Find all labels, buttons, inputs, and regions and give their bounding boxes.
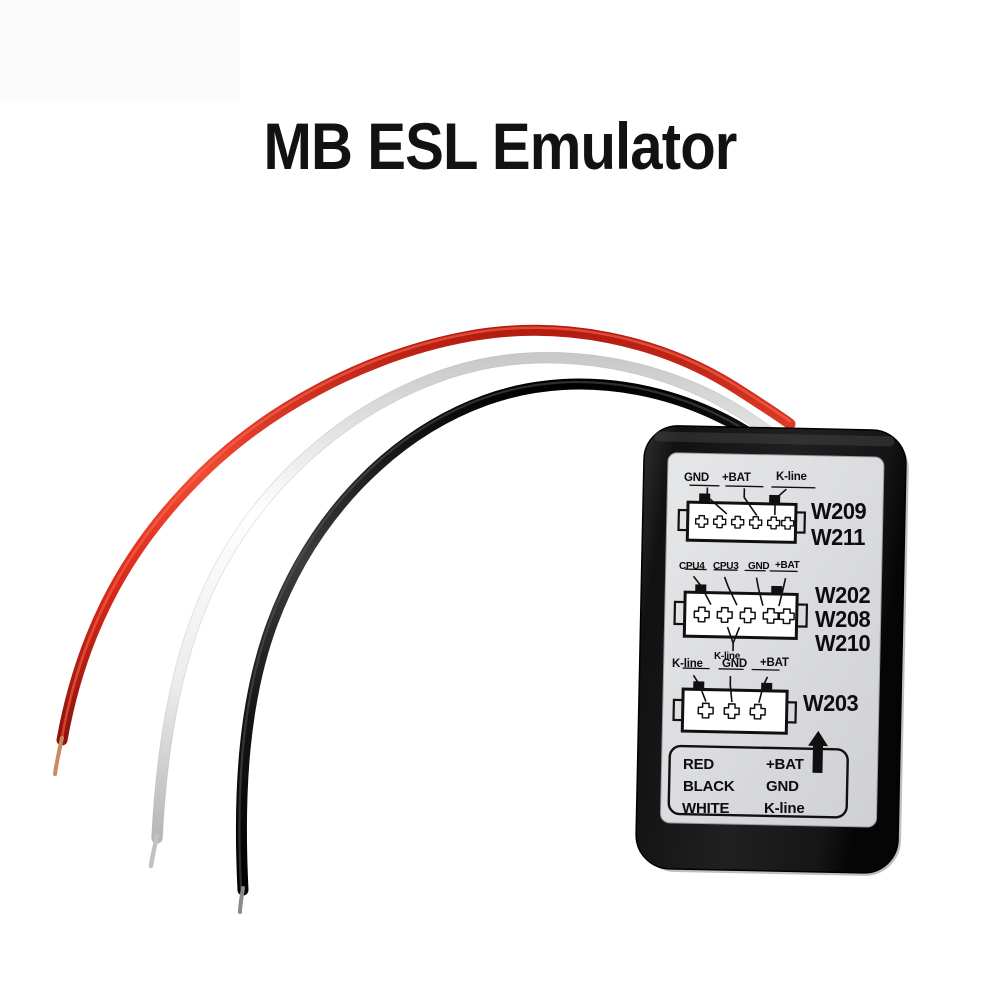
red-wire-tip xyxy=(53,736,64,776)
pin-label-gnd-c2: GND xyxy=(748,561,770,572)
background-artifact xyxy=(0,0,240,103)
black-wire-highlight xyxy=(238,381,832,890)
connector-code-w211: W211 xyxy=(811,524,865,550)
connector-code-w203: W203 xyxy=(803,690,859,716)
pin-label-cpu3: CPU3 xyxy=(713,561,739,572)
black-wire-tip xyxy=(238,886,245,914)
connector-code-w208: W208 xyxy=(815,606,871,632)
pin-label-gnd-c3: GND xyxy=(722,658,747,670)
legend-color-white: WHITE xyxy=(682,800,730,817)
page-title: MB ESL Emulator xyxy=(263,109,737,183)
pin-label-cpu4: CPU4 xyxy=(679,561,705,572)
white-wire-tip xyxy=(148,833,160,869)
black-wire xyxy=(235,378,838,896)
pin-label-kline-c2: K-line xyxy=(714,651,740,662)
pin-label-bat-c3: +BAT xyxy=(760,657,789,669)
red-wire-highlight xyxy=(60,326,792,739)
pin-label-kline-c3: K-line xyxy=(672,658,703,670)
pin-label-bat-c2: +BAT xyxy=(775,560,800,571)
red-wire xyxy=(56,324,796,746)
pin-label-gnd-c1: GND xyxy=(684,472,709,484)
legend-signal-bat: +BAT xyxy=(766,756,804,773)
legend-signal-kline: K-line xyxy=(764,800,805,817)
connector-code-w210: W210 xyxy=(815,630,871,656)
legend-color-red: RED xyxy=(683,756,715,773)
connector-code-w202: W202 xyxy=(815,582,871,608)
pin-label-kline-c1: K-line xyxy=(776,471,807,483)
legend-signal-gnd: GND xyxy=(766,778,799,795)
pin-label-bat-c1: +BAT xyxy=(722,472,751,484)
connector-code-w209: W209 xyxy=(811,498,867,524)
legend-color-black: BLACK xyxy=(683,778,735,795)
white-wire-core xyxy=(152,352,827,843)
